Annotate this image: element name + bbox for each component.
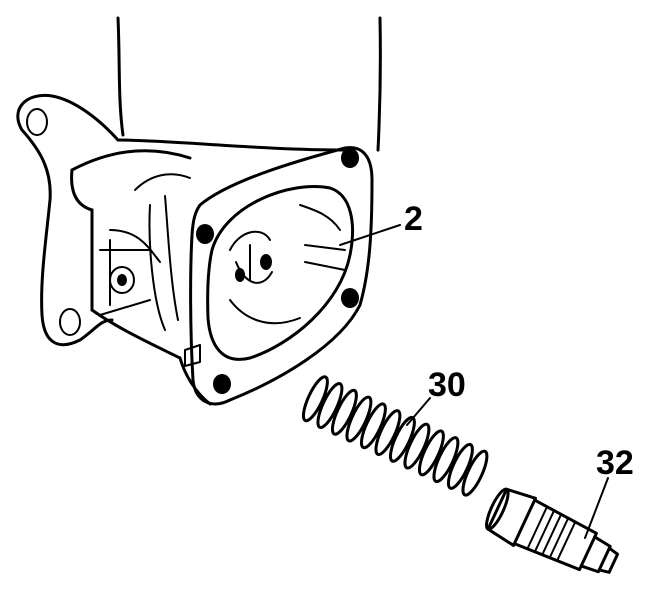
callout-label-30: 30 bbox=[428, 366, 466, 404]
callout-label-2: 2 bbox=[404, 200, 423, 238]
callout-label-32: 32 bbox=[596, 444, 634, 482]
leader-line-32 bbox=[584, 477, 609, 539]
leader-line-2 bbox=[339, 224, 401, 246]
valve-plunger bbox=[485, 487, 620, 574]
transmission-housing bbox=[16, 16, 382, 406]
leader-line-30 bbox=[406, 397, 431, 426]
